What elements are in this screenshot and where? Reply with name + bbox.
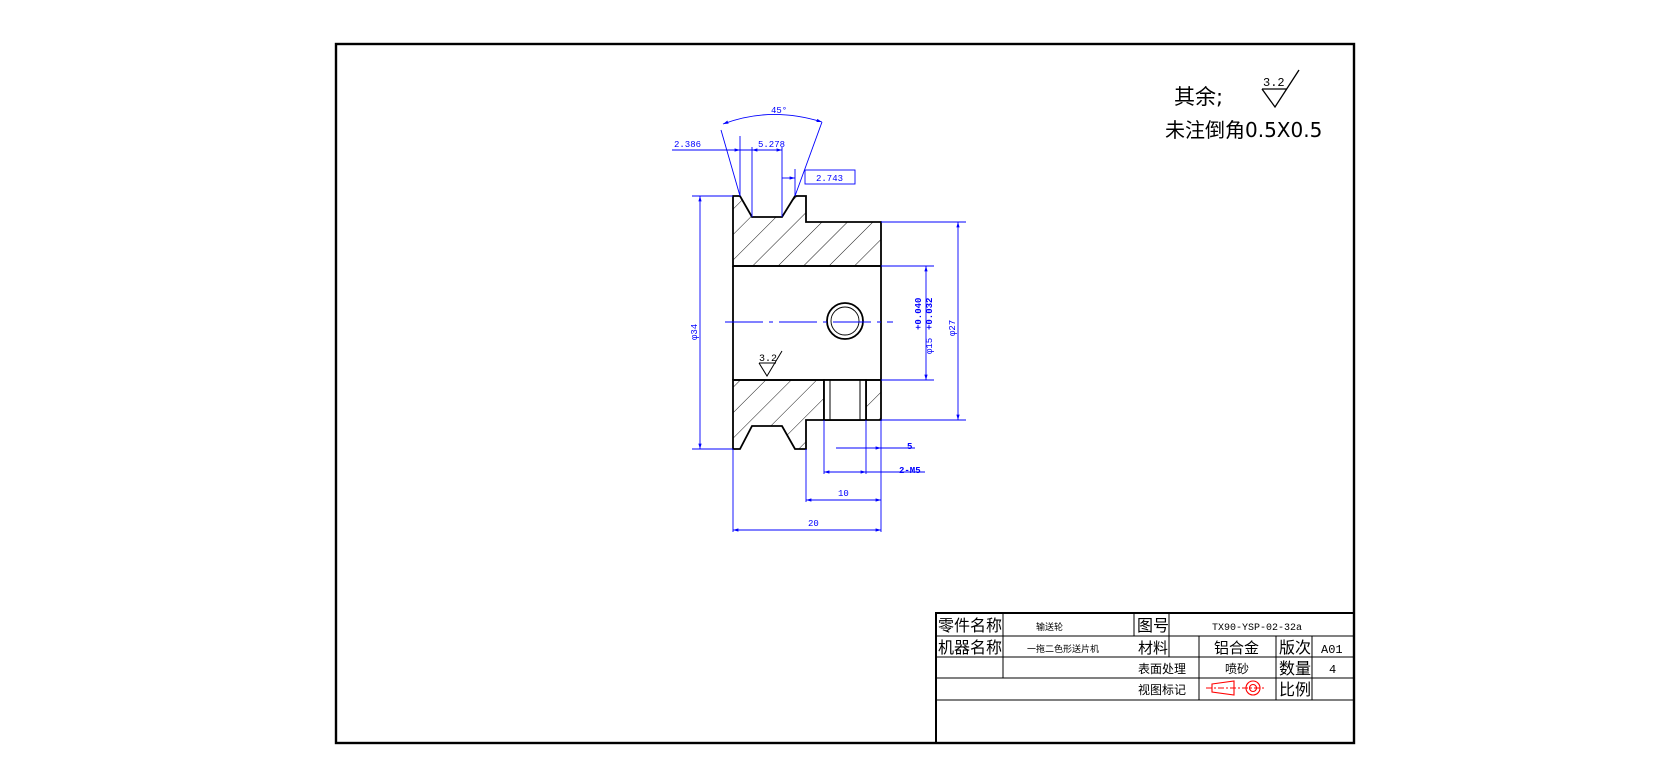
roughness-main-value: 3.2 bbox=[1263, 76, 1285, 90]
machine-name-value: 一拖二色形送片机 bbox=[1027, 643, 1099, 655]
dim-angle: 45° bbox=[771, 106, 787, 116]
tapped-hole-section bbox=[823, 379, 867, 421]
dimensions bbox=[672, 114, 966, 532]
drawing-no-value: TX90-YSP-02-32a bbox=[1212, 623, 1302, 634]
projection-symbol-icon bbox=[1206, 680, 1265, 696]
dim-dia-34: φ34 bbox=[690, 324, 700, 340]
sheet-border bbox=[334, 42, 1356, 745]
scale-label: 比例 bbox=[1279, 680, 1311, 699]
drawing-no-label: 图号 bbox=[1137, 616, 1169, 635]
dim-2m5: 2-M5 bbox=[899, 466, 921, 476]
cross-hole-circle bbox=[826, 302, 864, 340]
roughness-symbol-main: 3.2 bbox=[1261, 69, 1300, 109]
version-value: A01 bbox=[1321, 643, 1343, 657]
chamfer-note: 未注倒角0.5X0.5 bbox=[1165, 118, 1322, 142]
version-label: 版次 bbox=[1279, 638, 1311, 657]
surface-value: 喷砂 bbox=[1225, 662, 1249, 676]
view-mark-label: 视图标记 bbox=[1138, 682, 1186, 697]
surface-label: 表面处理 bbox=[1138, 662, 1186, 676]
dim-dia-27: φ27 bbox=[948, 320, 958, 336]
general-notes: 其余; 3.2 未注倒角0.5X0.5 bbox=[1165, 69, 1322, 142]
roughness-local-value: 3.2 bbox=[759, 354, 777, 365]
dim-5278: 5.278 bbox=[758, 140, 785, 150]
dim-2386: 2.386 bbox=[674, 140, 701, 150]
dim-dia-15: φ15 bbox=[925, 338, 935, 354]
machine-name-label: 机器名称 bbox=[938, 638, 1002, 657]
quantity-label: 数量 bbox=[1279, 659, 1311, 678]
part-name-value: 输送轮 bbox=[1036, 621, 1063, 633]
dim-tol-upper: +0.040 bbox=[914, 298, 924, 330]
pulley-section-view: 3.2 bbox=[725, 195, 893, 450]
material-label: 材料 bbox=[1138, 639, 1168, 657]
dim-5: 5 bbox=[907, 442, 912, 452]
dim-2743: 2.743 bbox=[816, 174, 843, 184]
dim-10: 10 bbox=[838, 489, 849, 499]
dim-20: 20 bbox=[808, 519, 819, 529]
quantity-value: 4 bbox=[1329, 663, 1336, 677]
dim-tol-lower: +0.032 bbox=[925, 298, 935, 330]
dimension-labels: 45° 2.386 5.278 2.743 φ34 φ27 φ15 +0.040… bbox=[674, 106, 958, 529]
upper-wall-section bbox=[732, 195, 882, 267]
material-value: 铝合金 bbox=[1214, 639, 1259, 657]
part-name-label: 零件名称 bbox=[938, 616, 1002, 635]
roughness-symbol-local: 3.2 bbox=[758, 350, 783, 377]
other-surface-label: 其余; bbox=[1174, 85, 1223, 109]
title-block: 零件名称 输送轮 图号 TX90-YSP-02-32a 机器名称 一拖二色形送片… bbox=[935, 612, 1355, 744]
